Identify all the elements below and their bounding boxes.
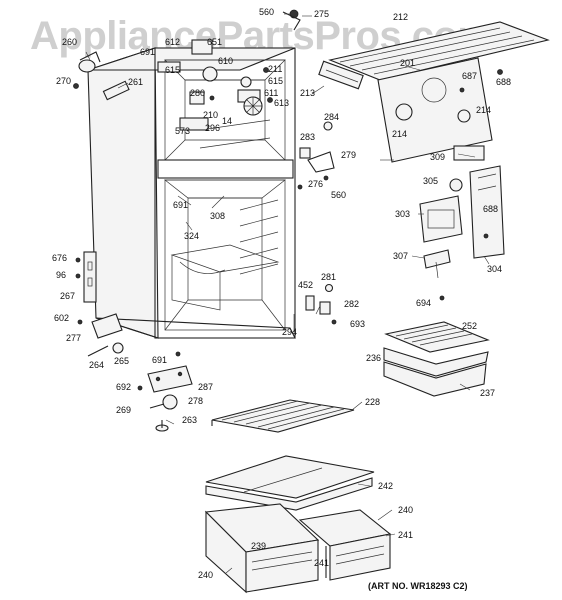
top-cover-212 xyxy=(282,9,550,81)
callout-237: 237 xyxy=(480,388,496,398)
callout-694: 694 xyxy=(416,298,432,308)
wire-shelf-228 xyxy=(211,399,355,433)
callout-284: 284 xyxy=(324,112,340,122)
bottom-hinge-roller xyxy=(137,365,193,432)
callout-615b: 615 xyxy=(268,76,284,86)
callout-275: 275 xyxy=(314,9,330,19)
callout-305: 305 xyxy=(423,176,439,186)
callout-560b: 560 xyxy=(331,190,347,200)
callout-651: 651 xyxy=(207,37,223,47)
callout-676: 676 xyxy=(52,253,68,263)
callout-615: 615 xyxy=(165,65,181,75)
callout-688b: 688 xyxy=(483,204,499,214)
callout-270: 270 xyxy=(56,76,72,86)
callout-261: 261 xyxy=(128,77,144,87)
callout-241b: 241 xyxy=(314,558,330,568)
callout-296: 296 xyxy=(205,123,221,133)
callout-602: 602 xyxy=(54,313,70,323)
callout-691c: 691 xyxy=(152,355,168,365)
callout-210: 210 xyxy=(203,110,219,120)
callout-304: 304 xyxy=(487,264,503,274)
callout-240b: 240 xyxy=(198,570,214,580)
callout-239: 239 xyxy=(251,541,267,551)
callout-612: 612 xyxy=(165,37,181,47)
callout-263: 263 xyxy=(182,415,198,425)
callout-264: 264 xyxy=(89,360,105,370)
callout-692: 692 xyxy=(116,382,132,392)
left-hinge-parts xyxy=(75,251,181,357)
callout-693: 693 xyxy=(350,319,366,329)
callout-260: 260 xyxy=(62,37,78,47)
callout-214b: 214 xyxy=(392,129,408,139)
callout-452: 452 xyxy=(298,280,314,290)
callout-96: 96 xyxy=(56,270,67,280)
callout-691b: 691 xyxy=(173,200,189,210)
mid-right-parts xyxy=(297,121,505,301)
right-hinge-parts xyxy=(293,283,337,332)
callout-240: 240 xyxy=(398,505,414,515)
callout-228: 228 xyxy=(365,397,381,407)
callout-308: 308 xyxy=(210,211,226,221)
callout-294: 294 xyxy=(282,327,298,337)
callout-265: 265 xyxy=(114,356,130,366)
drawer-cover-assembly xyxy=(383,321,490,397)
callout-242: 242 xyxy=(378,481,394,491)
callout-573: 573 xyxy=(175,126,191,136)
callout-241: 241 xyxy=(398,530,414,540)
callout-610: 610 xyxy=(218,56,234,66)
callout-307: 307 xyxy=(393,251,409,261)
callout-303: 303 xyxy=(395,209,411,219)
callout-252: 252 xyxy=(462,321,478,331)
callout-269: 269 xyxy=(116,405,132,415)
callout-282: 282 xyxy=(344,299,360,309)
callout-201: 201 xyxy=(400,58,416,68)
callout-324: 324 xyxy=(184,231,200,241)
callout-276: 276 xyxy=(308,179,324,189)
callout-283: 283 xyxy=(300,132,316,142)
callout-687: 687 xyxy=(462,71,478,81)
callout-211: 211 xyxy=(268,64,283,74)
callout-691: 691 xyxy=(140,47,156,57)
callout-279: 279 xyxy=(341,150,357,160)
callout-281: 281 xyxy=(321,272,337,282)
callout-309: 309 xyxy=(430,152,446,162)
crisper-cover-242 xyxy=(205,455,375,511)
leader-lines xyxy=(85,13,490,574)
callout-267: 267 xyxy=(60,291,76,301)
callout-213: 213 xyxy=(300,88,316,98)
callout-14: 14 xyxy=(222,116,233,126)
callout-214: 214 xyxy=(476,105,492,115)
callout-560: 560 xyxy=(259,7,275,17)
art-number: (ART NO. WR18293 C2) xyxy=(368,581,468,591)
callout-212: 212 xyxy=(393,12,409,22)
evaporator-cover-201 xyxy=(318,57,503,163)
callout-278: 278 xyxy=(188,396,204,406)
callout-280: 280 xyxy=(190,88,206,98)
callout-287: 287 xyxy=(198,382,214,392)
callout-611: 611 xyxy=(264,88,279,98)
callout-236: 236 xyxy=(366,353,382,363)
crisper-pans xyxy=(204,503,392,594)
callout-277: 277 xyxy=(66,333,82,343)
cabinet xyxy=(87,47,296,339)
top-parts xyxy=(73,39,273,131)
callout-613: 613 xyxy=(274,98,290,108)
callout-688: 688 xyxy=(496,77,512,87)
